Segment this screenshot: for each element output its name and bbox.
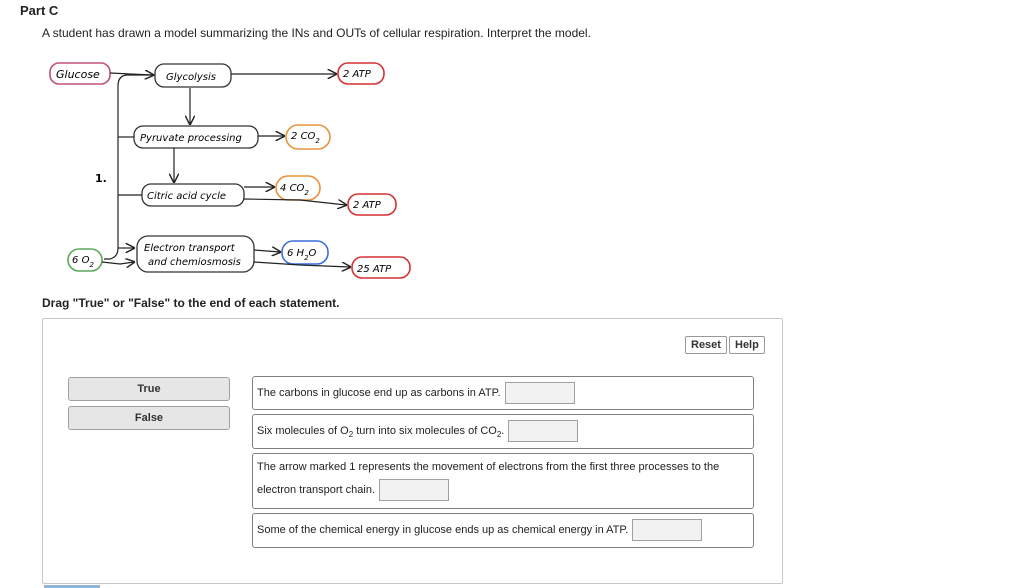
scroll-indicator <box>44 585 100 588</box>
glycolysis-label: Glycolysis <box>166 72 216 83</box>
drag-drop-workspace <box>42 318 783 584</box>
pyruvate-label: Pyruvate processing <box>140 133 242 144</box>
atp-top-box <box>337 62 385 85</box>
co2-a-label: 2 CO2 <box>291 131 320 145</box>
arrow-etc-atp <box>253 261 350 267</box>
statement-4-drop-target[interactable] <box>632 519 703 542</box>
electron-bracket-line <box>104 74 155 260</box>
question-prompt: A student has drawn a model summarizing … <box>42 26 591 40</box>
arrow-marker-1: 1. <box>95 172 107 185</box>
help-button[interactable]: Help <box>729 336 765 354</box>
etc-label-2: and chemiosmosis <box>148 257 241 268</box>
statement-4: Some of the chemical energy in glucose e… <box>252 513 754 548</box>
statement-2: Six molecules of O2 turn into six molecu… <box>252 414 754 449</box>
atp-mid-label: 2 ATP <box>353 200 382 211</box>
etc-box <box>136 235 255 273</box>
glucose-label: Glucose <box>56 68 100 81</box>
statement-3: The arrow marked 1 represents the moveme… <box>252 453 754 509</box>
h2o-box <box>281 240 329 265</box>
part-title: Part C <box>20 3 59 18</box>
statement-3-drop-target[interactable] <box>379 479 450 501</box>
false-token[interactable]: False <box>68 406 230 430</box>
arrow-etc-h2o <box>253 250 280 252</box>
atp-top-label: 2 ATP <box>343 69 372 80</box>
atp-bottom-box <box>351 256 411 279</box>
etc-label-1: Electron transport <box>144 243 236 254</box>
statement-1-drop-target[interactable] <box>504 382 575 405</box>
co2-a-box <box>285 124 331 150</box>
h2o-label: 6 H2O <box>287 248 317 262</box>
statement-3-text-line-2: electron transport chain. <box>257 483 376 496</box>
arrow-citric-atp <box>243 198 346 205</box>
statement-3-text-line-1: The arrow marked 1 represents the moveme… <box>257 461 720 473</box>
respiration-diagram: Glucose Glycolysis 2 ATP Pyruvate proces… <box>49 62 411 279</box>
reset-button[interactable]: Reset <box>685 336 727 354</box>
atp-bottom-label: 25 ATP <box>357 264 392 275</box>
arrow-o2-etc <box>101 262 134 264</box>
o2-label: 6 O2 <box>72 255 94 269</box>
statement-1-text: The carbons in glucose end up as carbons… <box>257 387 501 399</box>
atp-mid-box <box>347 193 397 216</box>
co2-b-label: 4 CO2 <box>280 183 309 197</box>
drag-instructions: Drag "True" or "False" to the end of eac… <box>42 296 340 310</box>
statement-2-drop-target[interactable] <box>508 420 579 443</box>
statement-2-text: Six molecules of O2 turn into six molecu… <box>257 425 505 440</box>
true-token[interactable]: True <box>68 377 230 401</box>
statement-4-text: Some of the chemical energy in glucose e… <box>257 524 629 536</box>
statement-1: The carbons in glucose end up as carbons… <box>252 376 754 410</box>
citric-label: Citric acid cycle <box>147 191 226 202</box>
o2-box <box>67 248 103 272</box>
